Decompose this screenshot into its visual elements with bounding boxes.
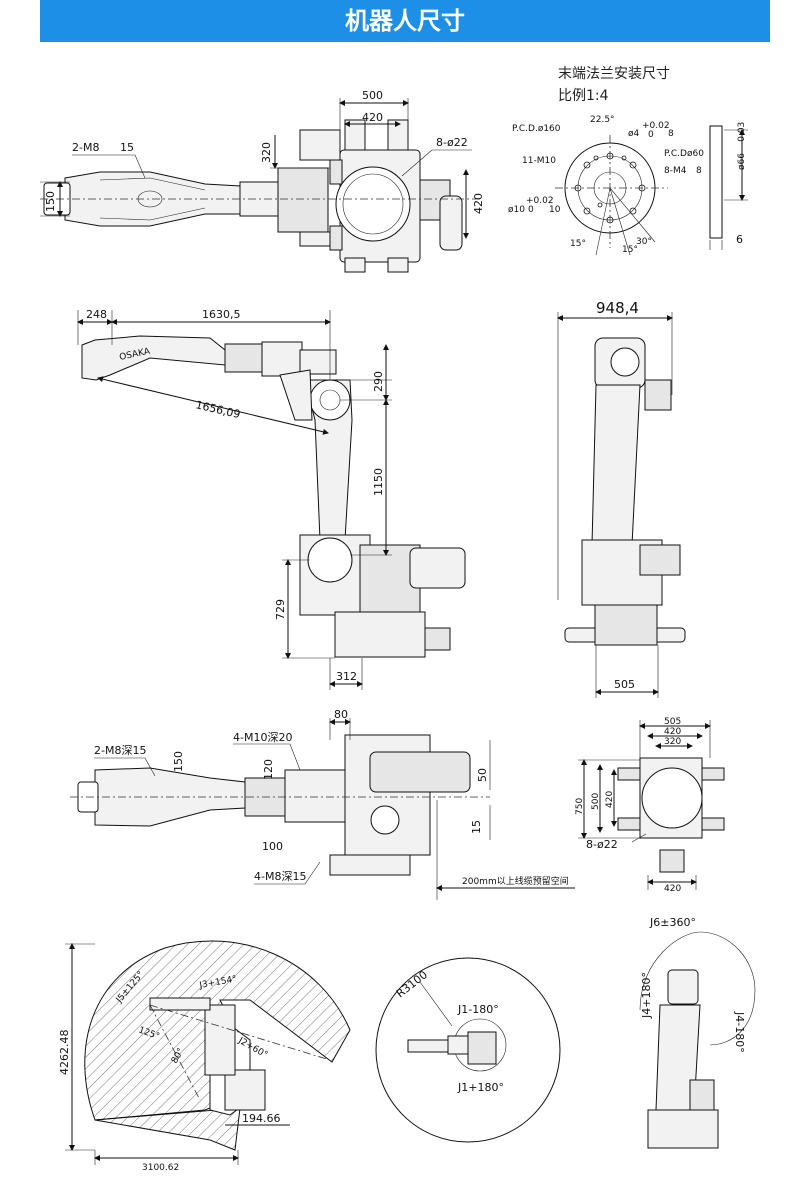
flange-hole10-tol0: 0 xyxy=(528,205,534,215)
base-dim-420: 420 xyxy=(664,727,681,737)
dim-312: 312 xyxy=(336,670,357,683)
flange-hole10-depth: 10 xyxy=(549,205,561,215)
flange-hole10: ø10 xyxy=(508,205,525,215)
flange-dia66: ø66 xyxy=(737,153,747,170)
range-dim-3100: 3100.62 xyxy=(142,1163,179,1173)
dim-150: 150 xyxy=(44,191,57,212)
flange-scale: 比例1:4 xyxy=(558,88,609,104)
side-view: OSAKA 248 1630,5 1656,0 xyxy=(77,308,466,690)
base-dim-750: 750 xyxy=(575,798,585,815)
flange-angle-30: 30° xyxy=(636,237,652,247)
bottom-m8: 2-M8深15 xyxy=(94,744,146,757)
dim-m8: 2-M8 xyxy=(72,141,99,154)
bottom-dim-100: 100 xyxy=(262,840,283,853)
dim-290: 290 xyxy=(372,371,385,392)
top-view: 500 420 320 8-ø22 420 2-M8 15 150 xyxy=(40,89,485,273)
flange-caption: 末端法兰安装尺寸 xyxy=(558,66,670,82)
bottom-m8b: 4-M8深15 xyxy=(254,870,306,883)
dim-729: 729 xyxy=(274,599,287,620)
range-j1-minus: J1-180° xyxy=(457,1003,499,1016)
flange-angle-15b: 15° xyxy=(622,245,638,255)
front-view: 948,4 505 xyxy=(557,299,686,698)
page-title: 机器人尺寸 xyxy=(40,0,770,42)
bottom-dim-80: 80 xyxy=(334,708,348,721)
working-range-wrist: J6±360° J4+180° J4-180° xyxy=(639,916,756,1149)
bottom-view: 2-M8深15 150 4-M10深20 80 120 50 100 15 4-… xyxy=(70,708,575,900)
base-dim-320: 320 xyxy=(664,737,681,747)
bottom-dim-15: 15 xyxy=(470,820,483,834)
range-j6: J6±360° xyxy=(649,916,696,929)
flange-thickness: 6 xyxy=(736,233,743,246)
flange-angle-15a: 15° xyxy=(570,239,586,249)
bottom-dim-150: 150 xyxy=(172,751,185,772)
working-range-top: R3100 J1-180° J1+180° xyxy=(375,957,561,1143)
working-range-side: J5±125° J3+154° 125° J2+60° 80° 4262.48 … xyxy=(58,940,351,1173)
bottom-dim-120: 120 xyxy=(262,759,275,780)
range-j4-plus: J4+180° xyxy=(640,972,653,1019)
dim-1150: 1150 xyxy=(372,468,385,496)
flange-detail: 末端法兰安装尺寸 比例1:4 P.C.D.ø160 22.5° ø4 +0.02… xyxy=(508,66,748,256)
flange-hole10-tol: +0.02 xyxy=(526,196,554,206)
flange-hole4-depth: 8 xyxy=(668,129,674,139)
dim-1630-5: 1630,5 xyxy=(202,308,241,321)
dim-420-vertical: 420 xyxy=(472,193,485,214)
dim-248: 248 xyxy=(86,308,107,321)
cable-space-note: 200mm以上线缆预留空间 xyxy=(462,875,569,887)
dim-holes: 8-ø22 xyxy=(436,136,468,149)
range-dim-194: 194.66 xyxy=(242,1112,281,1125)
flange-m4: 8-M4 xyxy=(664,166,687,176)
bottom-m10: 4-M10深20 xyxy=(233,731,292,744)
range-j1-plus: J1+180° xyxy=(457,1081,504,1094)
flange-m10: 11-M10 xyxy=(522,156,556,166)
flange-angle-225: 22.5° xyxy=(590,115,615,125)
flange-m4-depth: 8 xyxy=(696,166,702,176)
dim-1656-09: 1656,09 xyxy=(194,398,241,421)
dim-420: 420 xyxy=(362,111,383,124)
base-holes: 8-ø22 xyxy=(586,838,618,851)
base-dim-420-bottom: 420 xyxy=(664,884,681,894)
range-j4-minus: J4-180° xyxy=(733,1011,746,1053)
flange-hole4: ø4 xyxy=(628,129,640,139)
range-dim-4262: 4262.48 xyxy=(58,1030,71,1076)
dim-948-4: 948,4 xyxy=(596,299,639,317)
base-dim-500: 500 xyxy=(591,793,601,810)
flange-dia66-tol: -0.03 xyxy=(737,122,747,145)
dim-500: 500 xyxy=(362,89,383,102)
base-dim-420-vertical: 420 xyxy=(605,791,615,808)
flange-pcd60: P.C.Dø60 xyxy=(664,149,704,159)
base-view: 505 420 320 750 500 420 8-ø22 420 xyxy=(575,717,725,894)
flange-hole4-tol0: 0 xyxy=(648,130,654,140)
dim-m8-depth: 15 xyxy=(120,141,134,154)
flange-pcd160: P.C.D.ø160 xyxy=(512,124,561,134)
dim-505: 505 xyxy=(614,678,635,691)
flange-hole4-tol: +0.02 xyxy=(642,121,670,131)
base-dim-505: 505 xyxy=(664,717,681,727)
dim-320: 320 xyxy=(260,142,273,163)
bottom-dim-50: 50 xyxy=(476,768,489,782)
